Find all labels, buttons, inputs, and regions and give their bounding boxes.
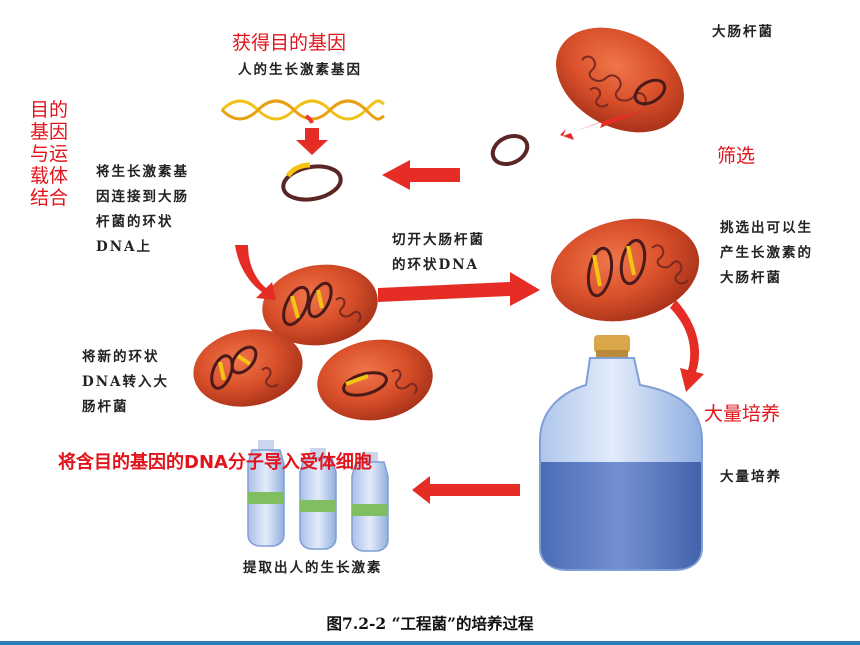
- isolated-plasmid: [490, 133, 530, 167]
- annotation-introduce-dna: 将含目的基因的DNA分子导入受体细胞: [58, 452, 372, 473]
- annotation-get-target-gene: 获得目的基因: [232, 32, 347, 54]
- label-human-growth-hormone-gene: 人的生长激素基因: [238, 62, 362, 78]
- label-connect-gene-to-plasmid: 将生长激素基 因连接到大肠 杆菌的环状 DNA上: [96, 164, 189, 255]
- label-mass-culture: 大量培养: [720, 469, 782, 485]
- label-extract-hormone: 提取出人的生长激素: [243, 560, 383, 576]
- figure-caption: 图7.2-2 “工程菌”的培养过程: [326, 614, 534, 633]
- annotation-mass-culture: 大量培养: [704, 403, 781, 425]
- hormone-vials: [247, 440, 389, 552]
- arrow-to-extract: [412, 476, 520, 504]
- arrow-ecoli-to-plasmid: [560, 110, 645, 140]
- bottom-accent-bar: [0, 641, 860, 645]
- process-arrows: [235, 110, 704, 504]
- ecoli-cell-transformed: [262, 264, 378, 346]
- ecoli-cell-top: [556, 27, 684, 133]
- ecoli-cell-selected: [550, 218, 700, 322]
- ecoli-cell-lower-1: [193, 329, 303, 407]
- dna-double-helix: [220, 99, 385, 124]
- label-transfer-dna: 将新的环状 DNA转入大 肠杆菌: [82, 349, 170, 415]
- arrow-plasmid-to-insert: [382, 160, 460, 190]
- arrow-to-culture: [670, 300, 704, 392]
- arrow-down-to-cell: [235, 245, 276, 300]
- culture-bottle: [539, 335, 703, 571]
- label-cut-circular-dna: 切开大肠杆菌 的环状DNA: [392, 232, 485, 273]
- annotation-combine-gene-vector: 目的 基因 与运 载体 结合: [30, 99, 69, 209]
- arrow-gene-to-plasmid: [296, 128, 328, 155]
- recombinant-plasmid: [281, 162, 343, 202]
- label-ecoli: 大肠杆菌: [712, 24, 774, 40]
- arrow-to-selected: [378, 272, 540, 306]
- annotation-screening: 筛选: [717, 145, 756, 167]
- ecoli-cell-lower-2: [317, 339, 433, 421]
- label-select-bacteria: 挑选出可以生 产生长激素的 大肠杆菌: [720, 220, 813, 286]
